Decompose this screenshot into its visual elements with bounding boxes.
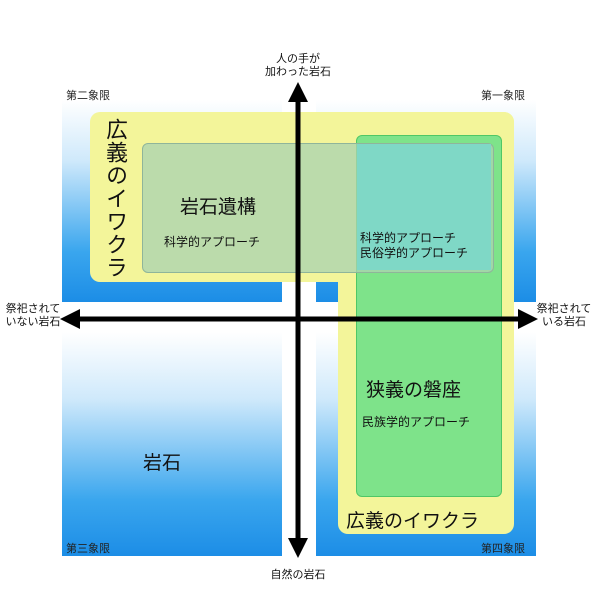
rock-label: 岩石 — [143, 452, 182, 474]
rock-ruins-approach: 科学的アプローチ — [164, 235, 261, 249]
overlap-approach-line2: 民俗学的アプローチ — [360, 246, 469, 260]
axis-right-line2: いる岩石 — [542, 315, 586, 328]
broad-iwakura-bottom-label: 広義のイワクラ — [346, 510, 480, 532]
overlap-approach-line1: 科学的アプローチ — [360, 231, 457, 245]
axis-bottom-label: 自然の岩石 — [270, 568, 326, 581]
axis-right-line1: 祭祀されて — [536, 302, 592, 315]
axis-top-line2: 加わった岩石 — [265, 65, 331, 78]
axis-left-line2: いない岩石 — [5, 315, 61, 328]
axis-top-line1: 人の手が — [276, 52, 320, 65]
axis-left-line1: 祭祀されて — [5, 302, 61, 315]
axis-left-label: 祭祀されて いない岩石 — [2, 302, 64, 328]
quadrant-2-label: 第二象限 — [66, 89, 110, 102]
narrow-iwakura-approach: 民族学的アプローチ — [362, 415, 471, 429]
axis-top-label: 人の手が 加わった岩石 — [262, 52, 334, 78]
quadrant-4-label: 第四象限 — [481, 542, 525, 555]
quadrant-3-label: 第三象限 — [66, 542, 110, 555]
broad-iwakura-vertical-label: 広義のイワクラ — [102, 118, 127, 279]
overlap-region — [357, 144, 491, 270]
narrow-iwakura-title: 狭義の磐座 — [366, 379, 462, 401]
quadrant-3-background — [62, 332, 282, 556]
axis-right-label: 祭祀されて いる岩石 — [533, 302, 595, 328]
rock-ruins-title: 岩石遺構 — [180, 196, 257, 218]
quadrant-1-label: 第一象限 — [481, 89, 525, 102]
